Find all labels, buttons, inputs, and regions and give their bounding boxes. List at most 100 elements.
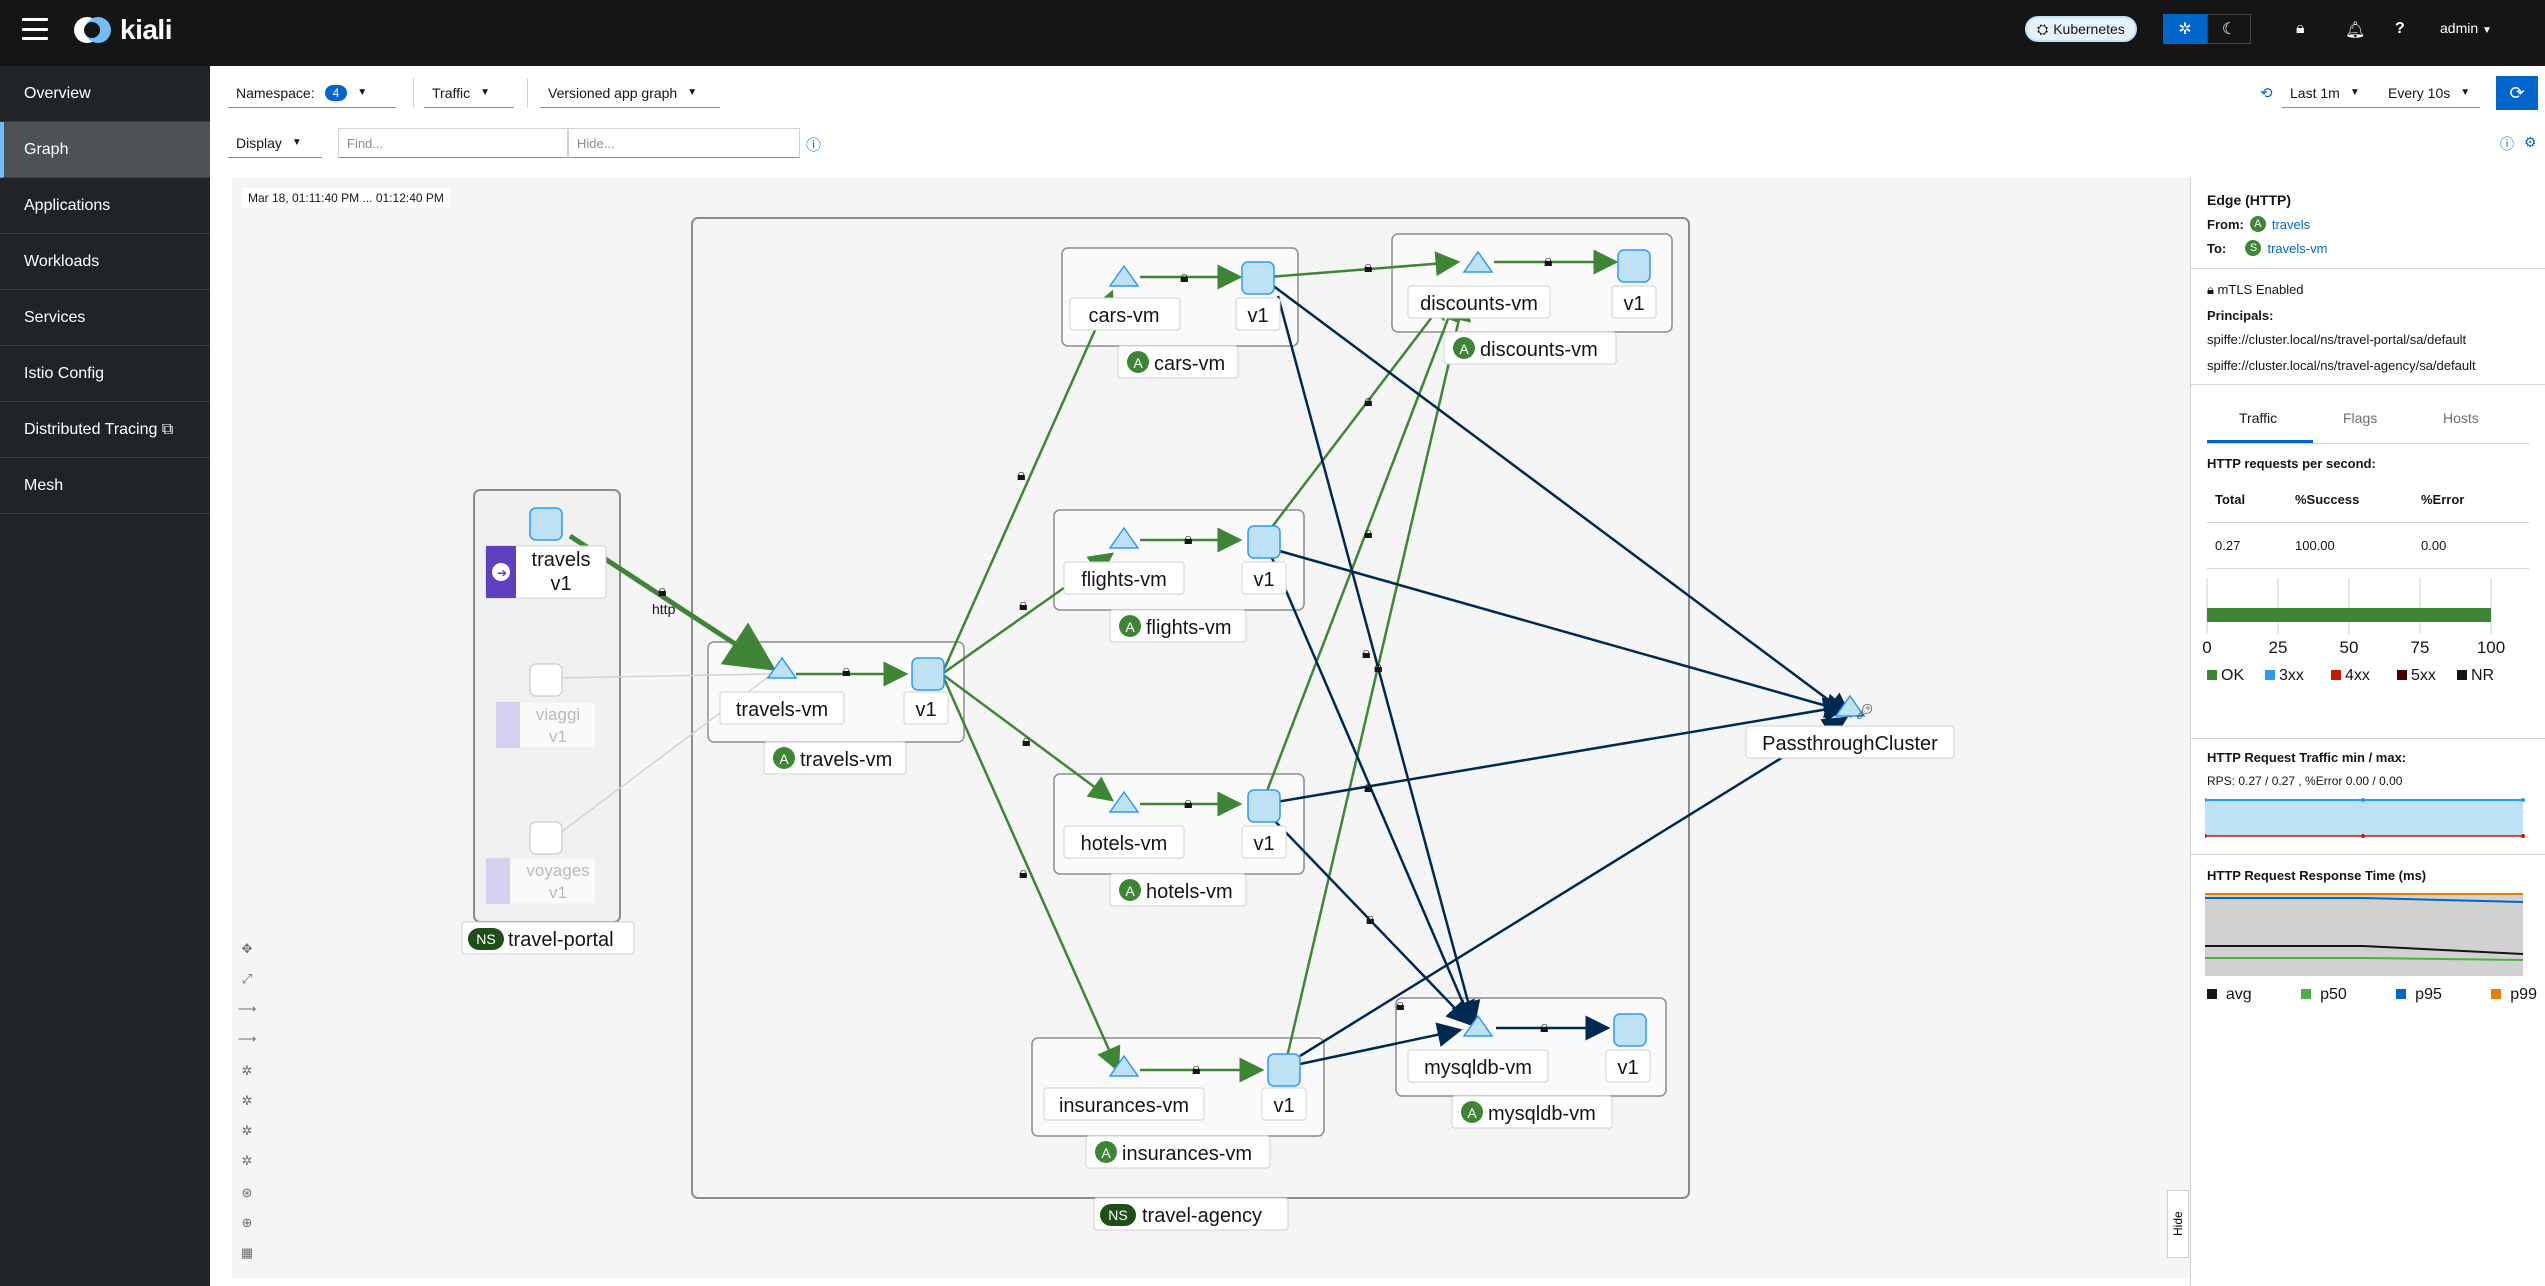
layout-3-icon[interactable]: ✲ <box>241 1153 253 1168</box>
user-menu[interactable]: admin ▼ <box>2440 20 2492 36</box>
pan-icon[interactable]: ✥ <box>241 941 253 956</box>
dark-theme-button[interactable]: ☾ <box>2207 14 2251 44</box>
tab-flags[interactable]: Flags <box>2343 410 2377 426</box>
edge-travels-vm-to-cars[interactable] <box>940 289 1115 675</box>
edge-insurances-to-passthrough[interactable] <box>1299 716 1849 1058</box>
namespace-dropdown[interactable]: Namespace: 4 ▼ <box>228 78 396 108</box>
label-box <box>1069 297 1181 331</box>
viaggi-node-version: v1 <box>549 727 567 746</box>
mesh-icon[interactable]: ⊕ <box>241 1215 253 1230</box>
service-node-cars-vm[interactable] <box>1108 264 1140 287</box>
display-dropdown[interactable]: Display ▼ <box>228 128 322 158</box>
hide-panel-tab[interactable]: Hide <box>2167 1190 2189 1258</box>
help-icon[interactable]: ? <box>2395 20 2405 37</box>
lock-icon[interactable]: 🔒︎ <box>2296 20 2305 37</box>
edge-hotels-to-discounts[interactable] <box>1260 295 1460 805</box>
edge-travels-vm-to-insurances[interactable] <box>940 673 1121 1073</box>
tab-hosts[interactable]: Hosts <box>2443 410 2479 426</box>
service-node-passthrough[interactable] <box>1834 694 1866 717</box>
kiali-logo[interactable]: kiali <box>72 14 172 46</box>
minmax-value: RPS: 0.27 / 0.27 , %Error 0.00 / 0.00 <box>2207 774 2403 788</box>
tick-label: 50 <box>2340 638 2359 657</box>
app-box-flights[interactable] <box>1053 509 1305 611</box>
graph-svg[interactable]: 🔒︎ 🔒︎ 🔒︎ 🔒︎ 🔒︎ 🔒︎ 🔒︎ 🔒︎ 🔒︎ 🔒︎ 🔒︎ 🔒︎ 🔒︎ 🔒… <box>232 178 2190 1278</box>
to-link[interactable]: travels-vm <box>2267 240 2328 256</box>
graph-type-dropdown[interactable]: Versioned app graph ▼ <box>540 78 720 108</box>
info-icon[interactable]: ⓘ <box>806 137 822 154</box>
service-node-insurances-vm[interactable] <box>1108 1054 1140 1077</box>
service-node-flights-vm[interactable] <box>1108 526 1140 549</box>
traffic-dropdown[interactable]: Traffic ▼ <box>424 78 514 108</box>
edge-travels-vm-to-hotels[interactable] <box>941 672 1115 802</box>
workload-node-voyages-v1[interactable] <box>529 821 563 855</box>
tab-traffic[interactable]: Traffic <box>2239 410 2277 426</box>
edge-insurances-to-discounts[interactable] <box>1282 295 1472 1071</box>
sidebar-item-overview[interactable]: Overview <box>0 66 210 122</box>
edge-cars-to-discounts[interactable] <box>1267 251 1461 279</box>
legend-p99: p99 <box>2491 986 2537 1004</box>
service-node-hotels-vm[interactable] <box>1108 790 1140 813</box>
graph-canvas[interactable]: Mar 18, 01:11:40 PM ... 01:12:40 PM <box>232 178 2190 1278</box>
edge-cars-to-mysqldb[interactable] <box>1276 295 1481 1027</box>
light-theme-button[interactable]: ✲ <box>2163 14 2207 44</box>
layout-1-icon[interactable]: ✲ <box>241 1093 253 1108</box>
app-badge <box>1461 1101 1483 1123</box>
tick-label: 25 <box>2269 638 2288 657</box>
help-circle-icon[interactable]: ⓘ <box>2500 136 2514 152</box>
edge-hotels-to-passthrough[interactable] <box>1275 697 1849 804</box>
service-node-travels-vm[interactable] <box>766 656 798 679</box>
refresh-button[interactable]: ⟳ <box>2496 76 2538 110</box>
history-icon: ⟲ <box>2260 85 2273 102</box>
layout-2-icon[interactable]: ✲ <box>241 1123 253 1138</box>
from-link[interactable]: travels <box>2271 216 2311 232</box>
app-box-insurances[interactable] <box>1031 1037 1325 1137</box>
edge-flights-to-passthrough[interactable] <box>1275 548 1851 718</box>
sidebar-item-graph[interactable]: Graph <box>0 122 210 178</box>
workload-node-flights-vm-v1[interactable] <box>1247 525 1281 559</box>
workload-node-cars-vm-v1[interactable] <box>1241 261 1275 295</box>
lock-icon: 🔒︎ <box>1540 1019 1549 1036</box>
sidebar-item-workloads[interactable]: Workloads <box>0 234 210 290</box>
edge-viaggi-to-travels-vm[interactable] <box>555 673 773 679</box>
edge-hotels-to-mysqldb[interactable] <box>1269 815 1472 1026</box>
workload-node-travels-vm-v1[interactable] <box>911 657 945 691</box>
workload-node-insurances-vm-v1[interactable] <box>1267 1053 1301 1087</box>
workload-node-discounts-vm-v1[interactable] <box>1617 249 1651 283</box>
refresh-interval-dropdown[interactable]: Every 10s ▼ <box>2380 78 2480 108</box>
sidebar-item-services[interactable]: Services <box>0 290 210 346</box>
find-input[interactable]: Find... <box>338 128 568 158</box>
edge-cars-to-passthrough[interactable] <box>1267 280 1853 718</box>
workload-node-hotels-vm-v1[interactable] <box>1247 789 1281 823</box>
tick-label: 75 <box>2411 638 2430 657</box>
lock-icon: 🔒︎ <box>842 663 851 680</box>
edge-flights-to-discounts[interactable] <box>1261 294 1450 541</box>
sidebar-item-applications[interactable]: Applications <box>0 178 210 234</box>
zoom-in-icon[interactable]: ⟶ <box>237 1001 257 1016</box>
workload-node-mysqldb-vm-v1[interactable] <box>1613 1013 1647 1047</box>
duration-dropdown[interactable]: Last 1m ▼ <box>2282 78 2380 108</box>
edge-insurances-to-mysqldb[interactable] <box>1299 1022 1463 1066</box>
service-node-mysqldb-vm[interactable] <box>1462 1014 1494 1037</box>
hide-input[interactable]: Hide... <box>568 128 800 158</box>
hamburger-menu-button[interactable] <box>22 18 48 40</box>
legend-map-icon[interactable]: ▦ <box>240 1245 254 1260</box>
sidebar-item-distributed-tracing[interactable]: Distributed Tracing ⧉ <box>0 402 210 458</box>
discounts-vm-service-label: discounts-vm <box>1420 293 1538 315</box>
edge-flights-to-mysqldb[interactable] <box>1270 557 1475 1027</box>
legend-swatch <box>2207 989 2217 999</box>
viaggi-node-name: viaggi <box>536 705 580 724</box>
bell-icon[interactable]: 🔔︎ <box>2345 22 2366 39</box>
sidebar-item-istio-config[interactable]: Istio Config <box>0 346 210 402</box>
legend-icon[interactable]: ⚙ <box>2524 134 2537 150</box>
zoom-fit-icon[interactable]: ⤢ <box>241 971 253 986</box>
service-node-discounts-vm[interactable] <box>1462 250 1494 273</box>
zoom-out-icon[interactable]: ⟶ <box>237 1031 257 1046</box>
workload-node-viaggi-v1[interactable] <box>529 663 563 697</box>
sidebar-item-mesh[interactable]: Mesh <box>0 458 210 514</box>
workload-node-travels-v1[interactable] <box>529 507 563 541</box>
namespace-layout-icon[interactable]: ⊛ <box>241 1185 253 1200</box>
chevron-down-icon: ▼ <box>2482 25 2492 36</box>
flights-app-label: flights-vm <box>1146 617 1232 639</box>
layout-default-icon[interactable]: ✲ <box>241 1063 253 1078</box>
theme-toggle[interactable]: ✲ ☾ <box>2163 14 2251 44</box>
